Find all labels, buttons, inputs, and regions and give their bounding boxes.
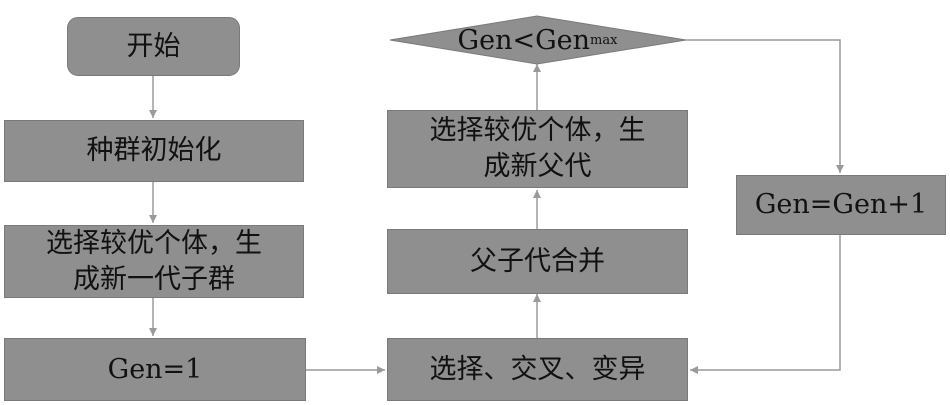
select-sub-line2: 成新一代子群 (73, 263, 235, 295)
init-label: 种群初始化 (86, 135, 222, 166)
ops-box: 选择、交叉、变异 (387, 338, 688, 401)
gen-init-label: Gen=1 (107, 353, 203, 385)
ops-label: 选择、交叉、变异 (429, 353, 646, 385)
condition-diamond (389, 15, 687, 65)
arrow-gen-inc-to-ops (690, 235, 841, 374)
condition-main-text: Gen<Gen (457, 24, 591, 56)
select-parent-line1: 选择较优个体，生 (429, 115, 646, 146)
select-sub-box: 选择较优个体，生 成新一代子群 (4, 225, 304, 298)
gen-inc-box: Gen=Gen+1 (736, 175, 946, 235)
select-parent-line2: 成新父代 (483, 151, 592, 182)
gen-init-box: Gen=1 (4, 338, 306, 401)
start-label: 开始 (126, 30, 181, 62)
select-parent-box: 选择较优个体，生 成新父代 (387, 110, 688, 188)
start-box: 开始 (67, 17, 240, 76)
init-box: 种群初始化 (4, 120, 304, 182)
merge-label: 父子代合并 (470, 245, 605, 277)
merge-box: 父子代合并 (387, 229, 688, 294)
select-sub-line1: 选择较优个体，生 (46, 227, 262, 259)
gen-inc-label: Gen=Gen+1 (754, 189, 928, 220)
arrow-condition-to-gen-inc (686, 39, 844, 173)
condition-sub-text: max (590, 32, 618, 48)
